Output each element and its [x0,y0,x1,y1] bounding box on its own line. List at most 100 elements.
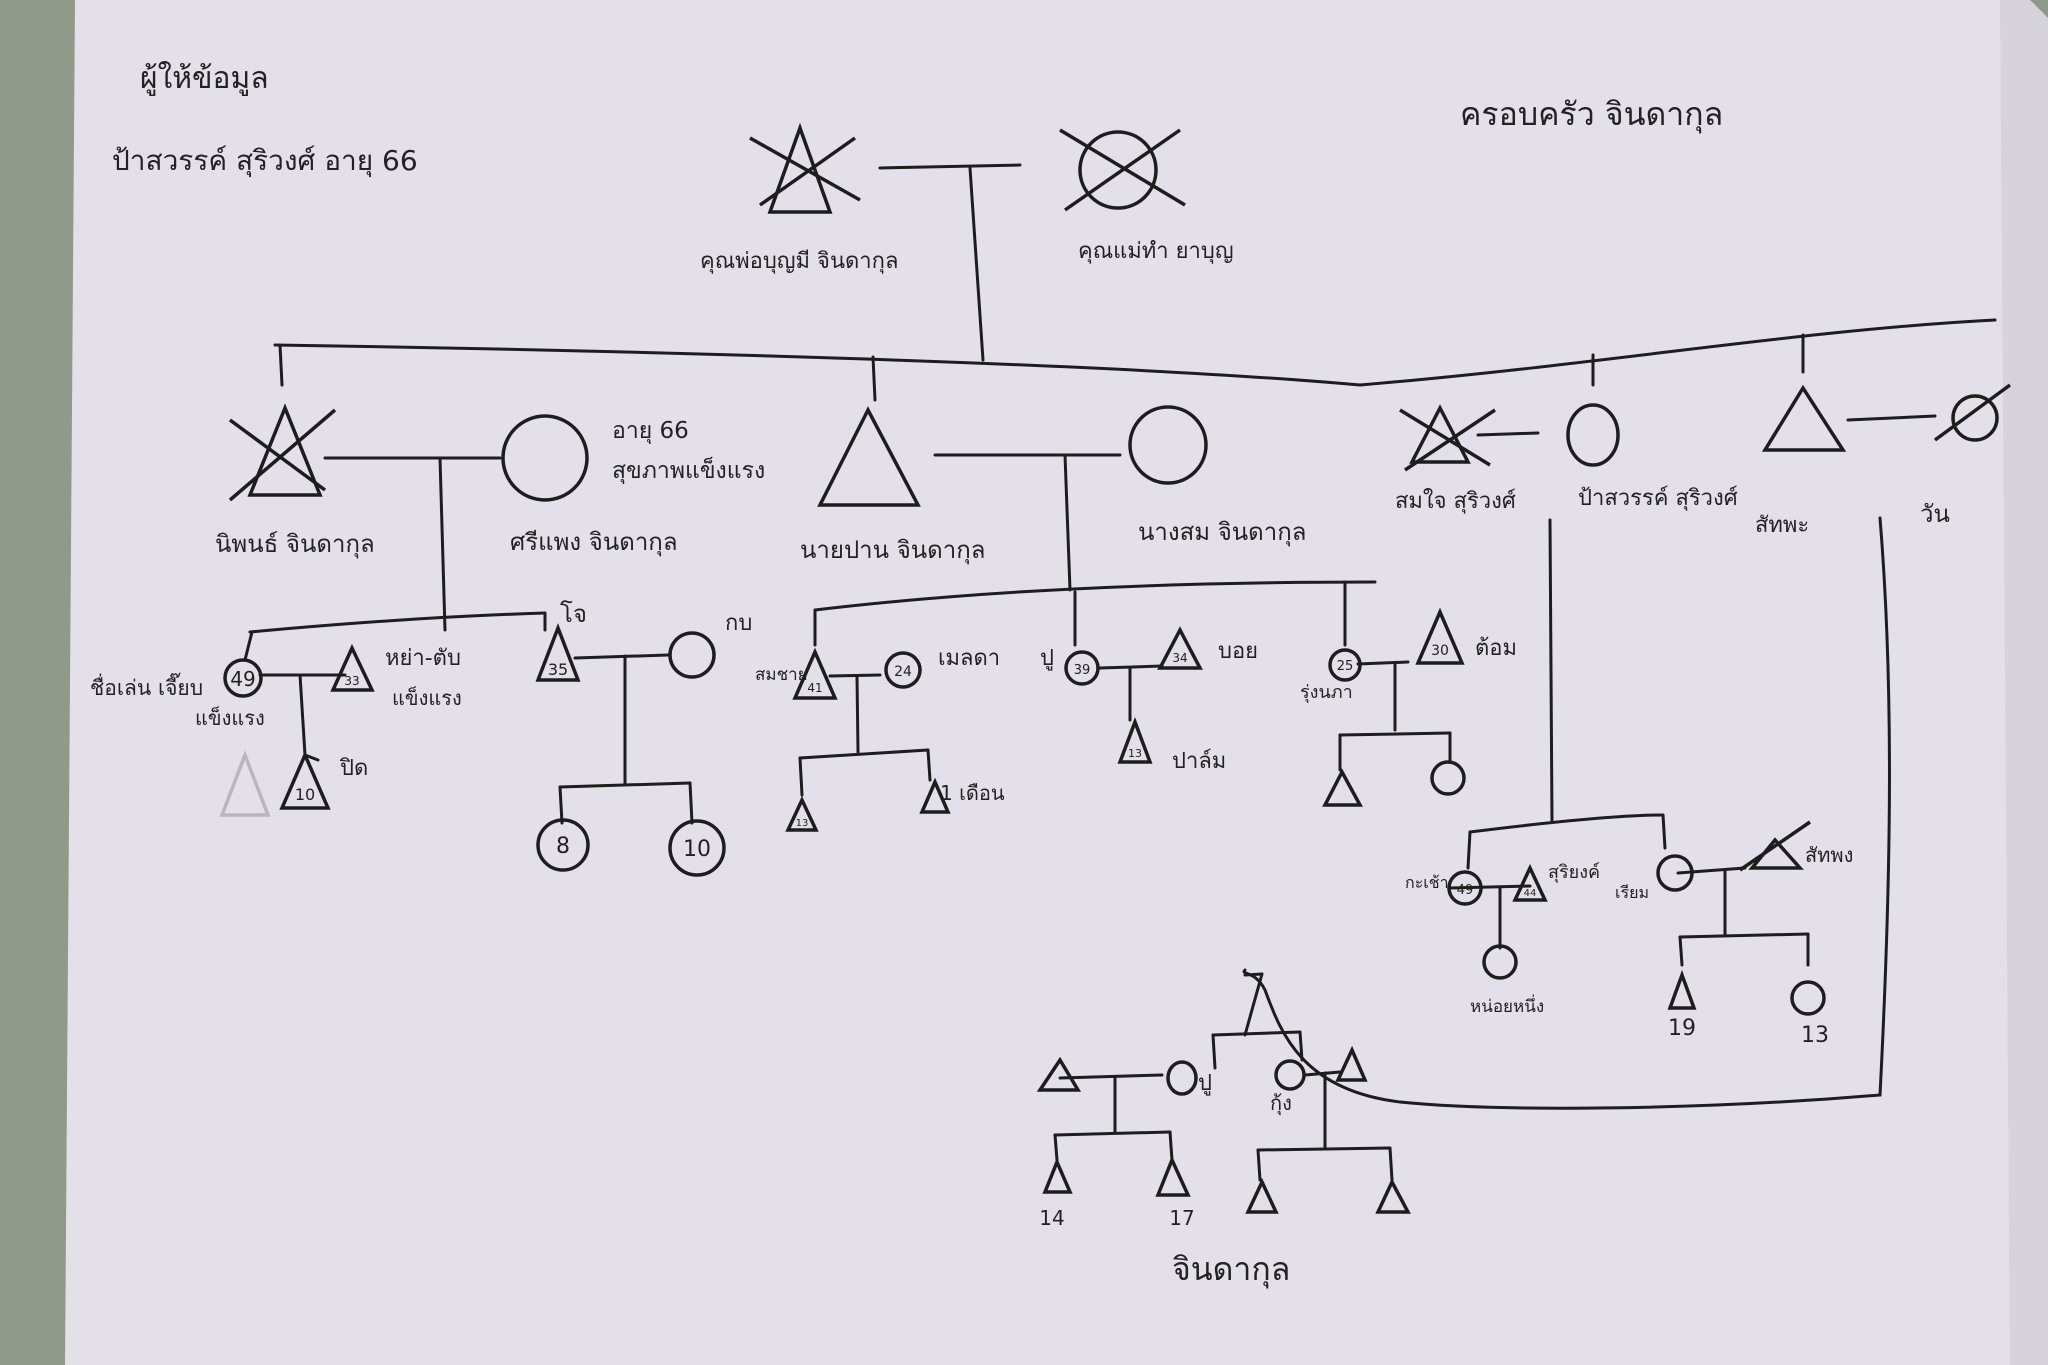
g3-m1-name: หย่า-ตับ [385,646,461,671]
g3-m5-name: ต้อม [1475,636,1517,661]
g3-m4-symbol [1157,626,1203,670]
age-g3-f4: 39 [1074,663,1091,678]
g2-f1-label: ศรีแพง จินดากุล [510,528,678,557]
g2-m2-symbol [817,406,921,507]
paper-sheet [65,0,2048,1365]
g4-m2a-symbol [785,795,819,832]
age-bottom-m1: 14 [1039,1206,1064,1230]
age-g3-m2: 35 [548,660,568,679]
age-g4-m3: 13 [1128,747,1142,760]
g4-f5-symbol [1430,760,1466,796]
g3-f4-symbol [1064,650,1100,686]
g4-f7-symbol [1790,980,1826,1016]
genogram-symbols [219,122,2012,1214]
g3-f4-name: ปู [1040,646,1054,671]
g3-m1-symbol [330,643,375,692]
g3-f5-symbol [1328,648,1362,682]
age-g3-m1: 33 [344,674,359,688]
g2-m3-label: สมใจ สุริวงศ์ [1395,488,1516,514]
g3-m4-name: บอย [1218,639,1258,664]
paper-edge-shadow [2000,0,2048,1365]
g2-f4-symbol [1951,394,1999,442]
g3-m6-name: สุริยงค์ [1548,862,1600,883]
age-g4-m2a: 13 [796,818,809,829]
age-bottom-m2: 17 [1169,1206,1194,1230]
g2-m2-label: นายปาน จินดากุล [800,536,985,565]
g4-f2b-symbol [668,819,726,877]
g3-m2-name: โจ [560,600,587,628]
g4-m5-symbol [1322,768,1363,807]
age-g4-f7: 13 [1801,1023,1829,1048]
g3-f7-symbol [1656,854,1694,892]
age-g3-m5: 30 [1431,643,1449,659]
g2-f1-age: อายุ 66 [612,418,689,444]
g4-m7-symbol [1667,969,1697,1010]
g3-f5-name: รุ่งนภา [1300,682,1353,703]
age-g4-f2a: 8 [556,834,570,859]
genogram-lines [243,163,1997,1182]
g3-f1-symbol [223,658,263,698]
g3-m3-name: สมชาย [755,665,808,685]
g4-m1-symbol [279,750,331,810]
g4-f2a-symbol [536,818,590,872]
g4-m1-name: ปิด [339,756,368,781]
informant-name: ป้าสวรรค์ สุริวงศ์ อายุ 66 [112,144,418,178]
bottom-m5-symbol [1375,1178,1411,1214]
g2-f3-label: ป้าสวรรค์ สุริวงศ์ [1578,486,1738,511]
g2-m1-symbol [247,403,323,497]
grandmother-label: คุณแม่ทำ ยาบุญ [1078,239,1234,264]
g2-f4-label: วัน [1920,500,1950,528]
g2-m3-symbol [1409,404,1471,464]
informant-label: ผู้ให้ข้อมูล [140,61,269,96]
g3-m7-name: สัทพง [1805,843,1853,867]
g3-f2-name: กบ [725,611,752,636]
g3-m1-note: แข็งแรง [392,685,462,710]
bottom-f2-symbol [1274,1059,1306,1091]
g3-f3-name: เมลดา [938,646,1000,671]
age-g3-m3: 41 [807,681,822,695]
g2-m1-label: นิพนธ์ จินดากุล [215,530,375,559]
family-title: ครอบครัว จินดากุล [1460,95,1723,134]
g3-f3-symbol [884,651,922,689]
bottom-m3-symbol [1335,1045,1368,1082]
bottom-m0-symbol [1036,1056,1082,1092]
g4-f6-symbol [1482,944,1518,980]
g2-f2-symbol [1128,405,1208,485]
g4-m2b-symbol [919,777,951,814]
g3-f1-name: ชื่อเล่น เจี๊ยบ [90,672,203,700]
g2-f1-note: สุขภาพแข็งแรง [612,455,765,484]
g2-m4-label: สัทพะ [1755,513,1809,538]
age-g3-f5: 25 [1337,659,1354,674]
bottom-family-name: จินดากุล [1172,1250,1290,1289]
g3-f6-symbol [1447,870,1483,906]
bottom-m1-symbol [1042,1157,1073,1194]
g2-m4-symbol [1761,384,1847,452]
age-g3-f6: 49 [1457,883,1474,898]
genogram-text: ผู้ให้ข้อมูล ป้าสวรรค์ สุริวงศ์ อายุ 66 … [90,61,1950,1289]
g4-m3-name: ปาล์ม [1172,749,1226,774]
g3-f2-symbol [668,631,716,679]
g2-f3-symbol [1566,403,1620,467]
grandmother-symbol [1078,130,1158,210]
age-g4-f2b: 10 [683,837,711,862]
g3-m5-symbol [1415,607,1465,665]
g2-f2-label: นางสม จินดากุล [1138,518,1306,547]
g4-f6-name: หน่อยหนึ่ง [1470,994,1544,1017]
grandfather-label: คุณพ่อบุญมี จินดากุล [700,249,898,274]
bottom-m4-symbol [1245,1177,1279,1214]
g3-m2-symbol [535,623,581,682]
g4-m3-symbol [1117,717,1153,764]
age-g3-f3: 24 [894,664,912,680]
g4-ghost-symbol [219,750,271,817]
age-g4-m7: 19 [1668,1016,1696,1041]
g3-f7-name: เรียม [1615,883,1649,902]
g3-f1-note: แข็งแรง [195,705,265,730]
age-g3-f1: 49 [230,667,255,691]
age-g4-m1: 10 [295,785,315,804]
g3-m3-symbol [792,647,838,700]
g3-f6-name: กะเช้า [1405,873,1449,892]
g2-f1-symbol [501,414,589,502]
g3-m6-symbol [1512,863,1548,902]
